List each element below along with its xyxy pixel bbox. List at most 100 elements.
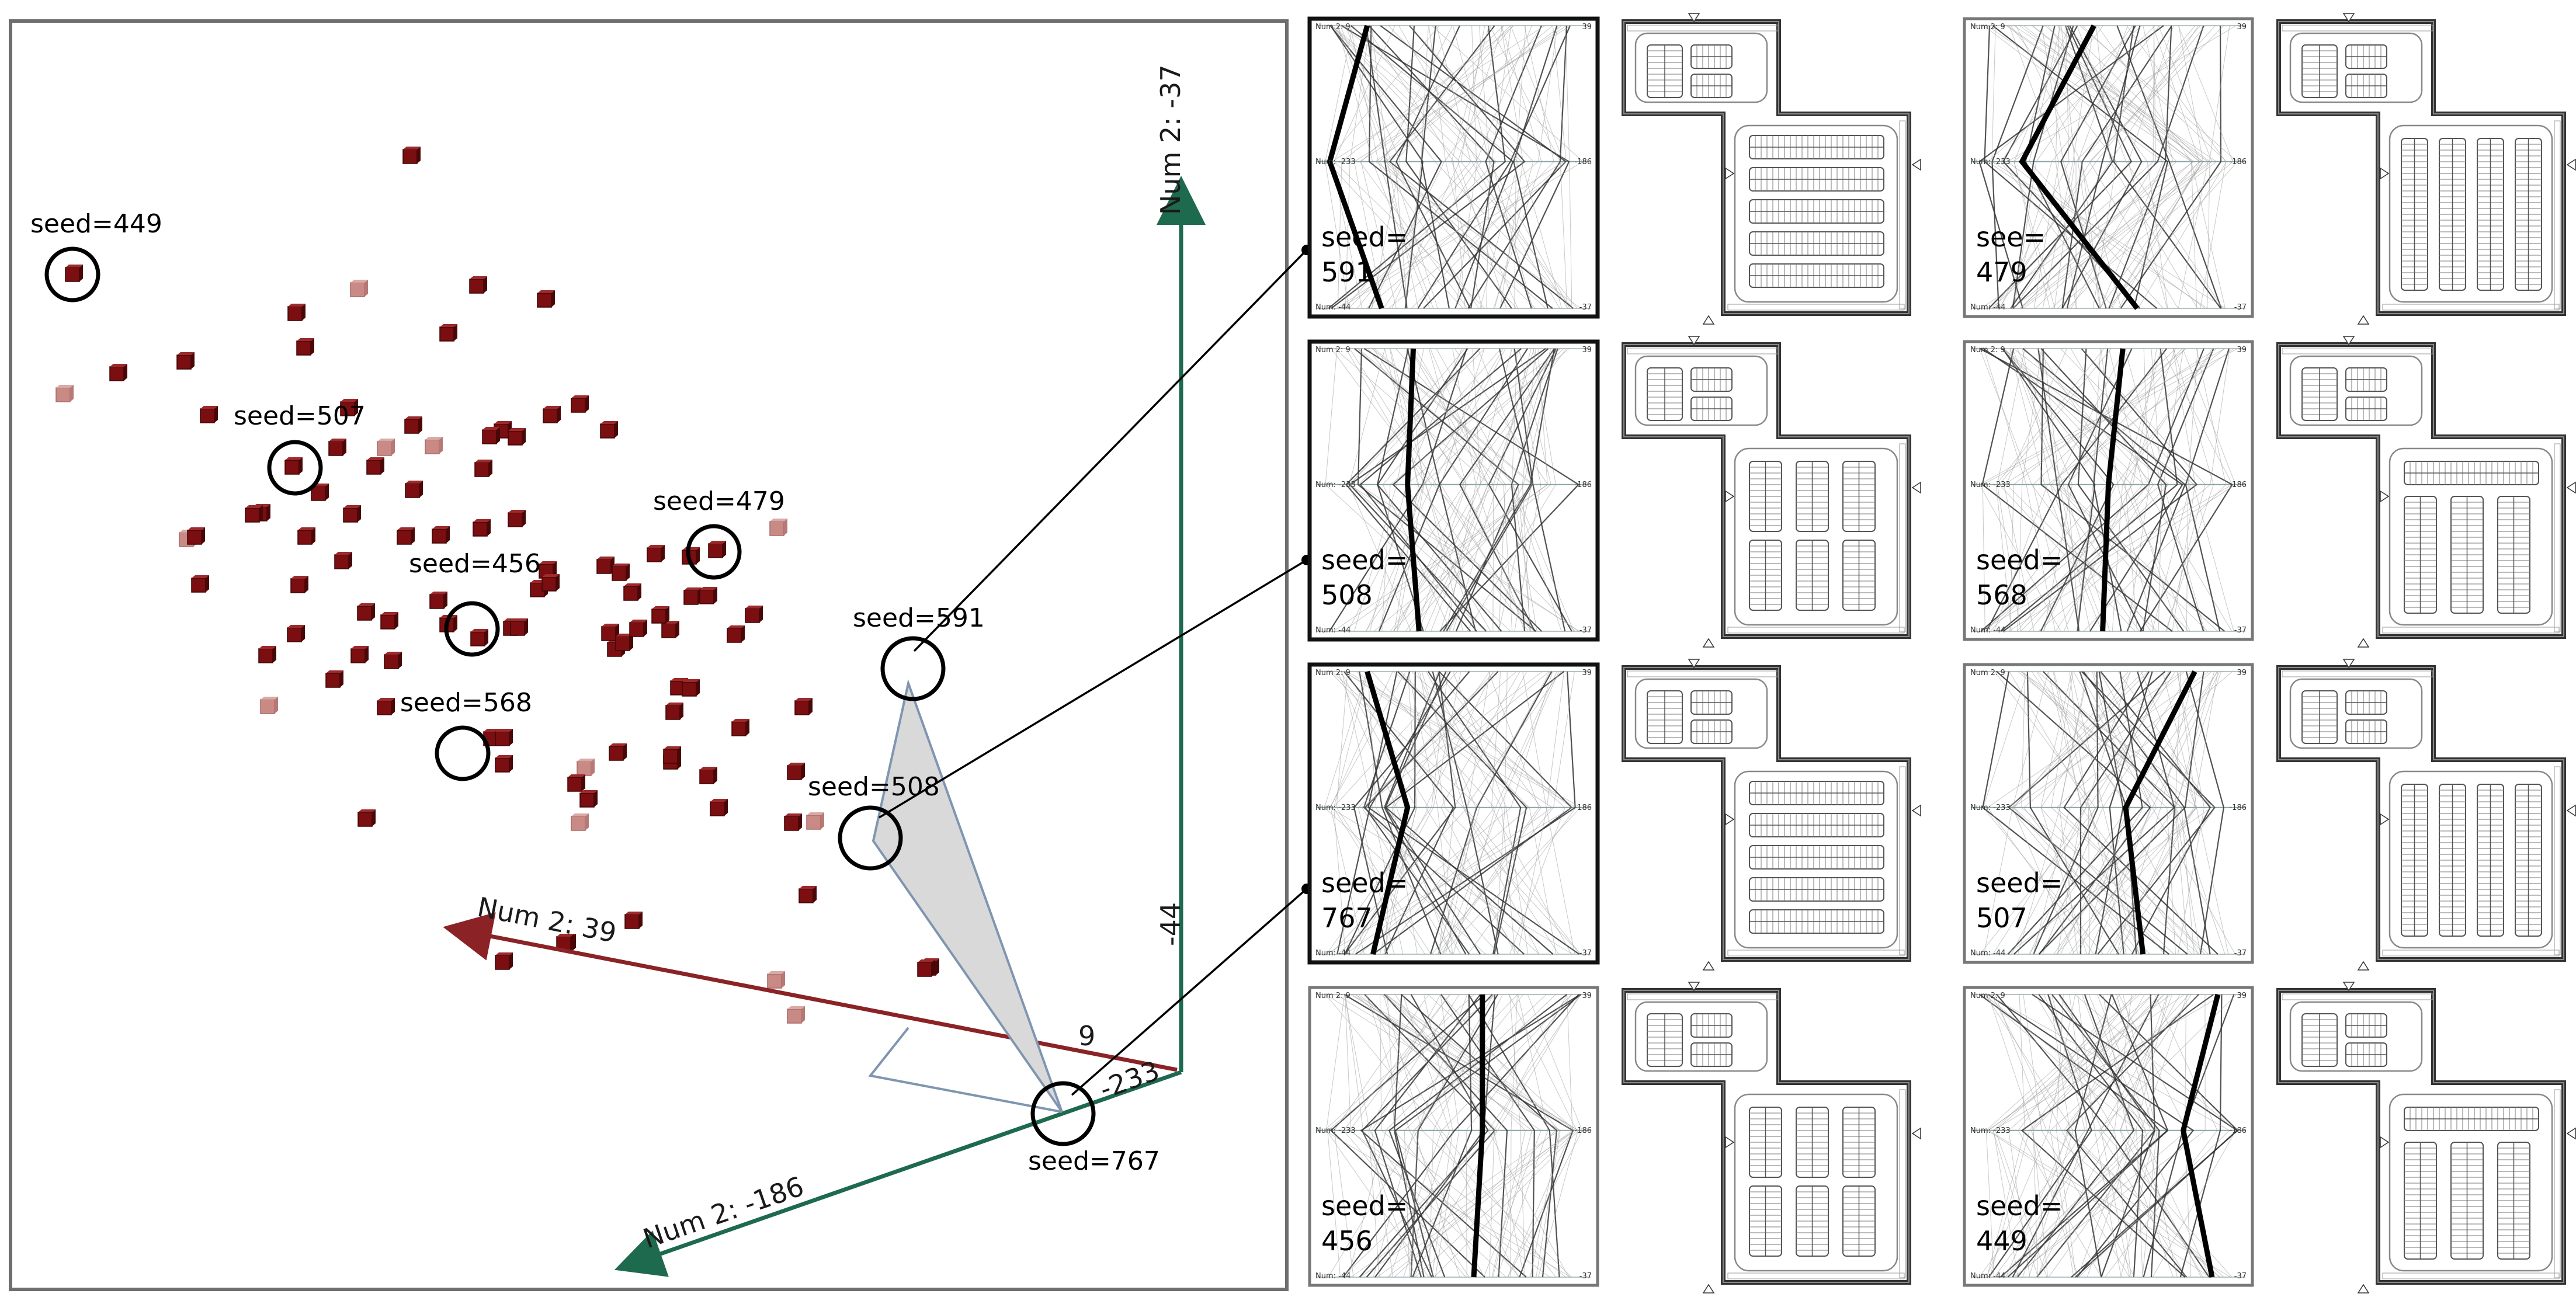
pcp-tick-mid-right: -186 bbox=[1574, 481, 1592, 489]
cube-marker-icon bbox=[357, 603, 375, 621]
pcp-tick-top-right: 39 bbox=[2237, 23, 2247, 32]
entrance-triangle-icon bbox=[1911, 804, 1921, 817]
entrance-triangle-icon bbox=[2357, 1284, 2370, 1293]
pcp-highlight-line bbox=[2181, 993, 2221, 1278]
seed-label: seed=568 bbox=[400, 688, 532, 718]
cube-marker-icon bbox=[710, 799, 728, 816]
pcp-tick-mid-left: Num: -233 bbox=[1970, 481, 2011, 489]
scatter-3d-view[interactable]: Num 2: 39 Num 2: -37 -44 Num 2: -186 9 -… bbox=[9, 19, 1289, 1291]
cube-marker-icon bbox=[402, 147, 421, 164]
selection-triangle bbox=[872, 679, 1063, 1113]
pcp-tick-bottom-left: Num: -44 bbox=[1970, 1272, 2005, 1281]
cube-marker-icon bbox=[727, 625, 745, 643]
parking-lot-layout bbox=[1622, 982, 1921, 1293]
pcp-lines bbox=[1978, 994, 2239, 1278]
cube-marker-icon bbox=[340, 399, 358, 416]
seed-label: seed=456 bbox=[409, 549, 541, 579]
cube-marker-icon bbox=[429, 592, 447, 609]
pcp-highlight-line bbox=[1327, 25, 1384, 310]
pcp-lines bbox=[1978, 25, 2238, 309]
pcp-highlight-line bbox=[1471, 994, 1485, 1278]
seed-label: seed=591 bbox=[853, 603, 985, 633]
cube-marker-icon bbox=[665, 703, 683, 720]
pcp-lines bbox=[1979, 671, 2235, 955]
cube-marker-icon bbox=[495, 729, 513, 746]
cube-marker-icon bbox=[917, 959, 935, 977]
entrance-triangle-icon bbox=[1688, 982, 1700, 992]
cube-marker-icon bbox=[624, 912, 643, 929]
pcp-tick-bottom-left: Num: -44 bbox=[1970, 626, 2005, 635]
pcp-tick-mid-left: Num: -233 bbox=[1970, 158, 2011, 166]
seed-ring bbox=[267, 440, 323, 496]
pcp-lines bbox=[1979, 348, 2238, 632]
pcp-tick-mid-right: -186 bbox=[1574, 1126, 1592, 1135]
cube-marker-icon bbox=[543, 406, 561, 423]
panel-seed-label: seed= bbox=[1321, 544, 1408, 576]
seed-ring bbox=[44, 246, 100, 302]
seed-ring bbox=[880, 636, 946, 701]
panel-seed-label: seed= bbox=[1976, 867, 2063, 899]
pcp-tick-top-right: 39 bbox=[1582, 992, 1592, 1000]
pcp-tick-top-left: Num 2: 9 bbox=[1315, 23, 1351, 32]
cube-marker-icon bbox=[404, 416, 422, 434]
entrance-triangle-icon bbox=[1725, 167, 1735, 180]
pcp-tick-bottom-right: -37 bbox=[2234, 1272, 2247, 1281]
cube-marker-icon bbox=[65, 265, 83, 282]
panel-seed-number: 508 bbox=[1321, 579, 1373, 611]
cube-marker-icon bbox=[260, 697, 278, 714]
pcp-highlight-line bbox=[2100, 348, 2126, 632]
pcp-tick-mid-right: -186 bbox=[2229, 481, 2247, 489]
pcp-tick-top-left: Num 2: 9 bbox=[1315, 346, 1351, 354]
pcp-tick-bottom-right: -37 bbox=[1579, 626, 1592, 635]
panel-seed-label: seed= bbox=[1976, 1190, 2063, 1222]
entrance-triangle-icon bbox=[1725, 490, 1735, 503]
cube-marker-icon bbox=[682, 679, 700, 697]
cube-marker-icon bbox=[287, 304, 305, 321]
entrance-triangle-icon bbox=[1688, 13, 1700, 23]
pcp-tick-mid-right: -186 bbox=[1574, 158, 1592, 166]
panel-seed-label: seed= bbox=[1321, 221, 1408, 253]
pcp-tick-top-right: 39 bbox=[2237, 992, 2247, 1000]
cube-marker-icon bbox=[287, 625, 305, 642]
cube-marker-icon bbox=[767, 971, 785, 989]
entrance-triangle-icon bbox=[2357, 315, 2370, 325]
entrance-triangle-icon bbox=[2566, 1127, 2576, 1140]
pcp-highlight-line bbox=[1405, 348, 1422, 632]
entrance-triangle-icon bbox=[1688, 659, 1700, 669]
seed-label: seed=449 bbox=[30, 209, 162, 239]
cube-marker-icon bbox=[384, 652, 402, 669]
cube-marker-icon bbox=[357, 809, 376, 827]
seed-label: seed=479 bbox=[653, 486, 785, 516]
scatter-frame bbox=[9, 19, 1289, 1291]
cube-marker-icon bbox=[806, 812, 824, 830]
cube-marker-icon bbox=[629, 620, 647, 637]
cube-marker-icon bbox=[794, 698, 813, 715]
cube-marker-icon bbox=[425, 437, 443, 454]
pcp-tick-top-right: 39 bbox=[1582, 669, 1592, 677]
pcp-tick-top-left: Num 2: 9 bbox=[1970, 669, 2005, 677]
cube-marker-icon bbox=[377, 439, 395, 456]
cube-marker-icon bbox=[699, 767, 717, 784]
cube-marker-icon bbox=[200, 406, 218, 423]
cube-marker-icon bbox=[377, 698, 395, 715]
seed-label: seed=507 bbox=[234, 401, 366, 431]
entrance-triangle-icon bbox=[1702, 961, 1715, 971]
entrance-triangle-icon bbox=[2566, 804, 2576, 817]
cube-marker-icon bbox=[745, 606, 763, 623]
cube-marker-icon bbox=[661, 621, 679, 638]
pcp-tick-mid-left: Num: -233 bbox=[1970, 804, 2011, 812]
cube-marker-icon bbox=[799, 886, 817, 903]
cube-marker-icon bbox=[187, 527, 205, 545]
cube-marker-icon bbox=[334, 552, 352, 569]
entrance-triangle-icon bbox=[1911, 481, 1921, 494]
cube-marker-icon bbox=[600, 421, 618, 439]
